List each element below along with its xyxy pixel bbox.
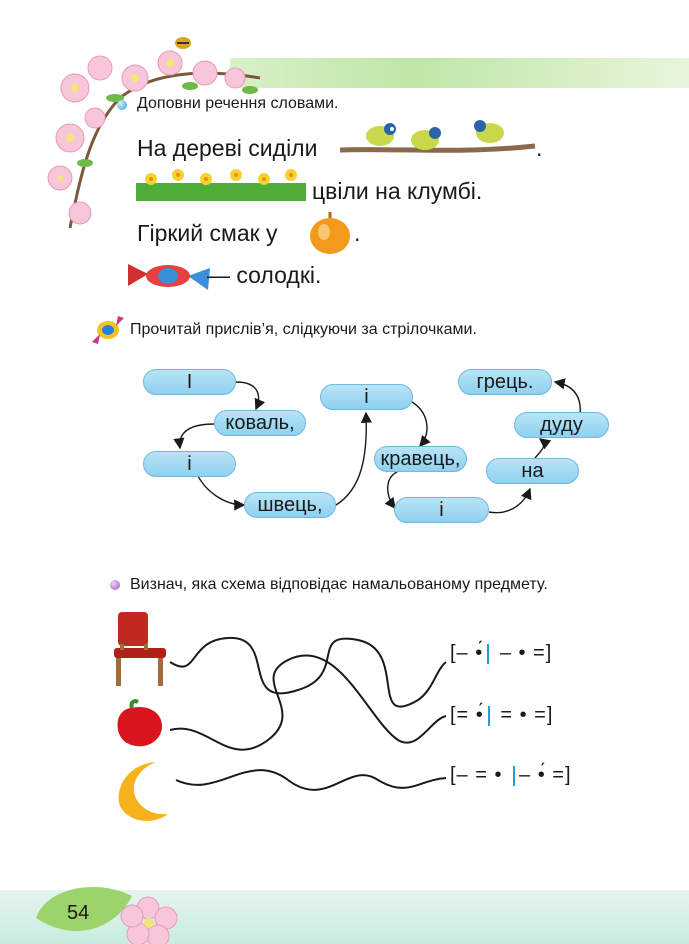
pepper-image bbox=[117, 699, 162, 747]
scheme-1: [– •́ – • =] bbox=[450, 642, 553, 664]
tangled-lines bbox=[169, 636, 447, 791]
scheme-2: [= •́ = • =] bbox=[450, 704, 554, 726]
syllable-divider bbox=[487, 643, 490, 664]
proverb-word-7: і bbox=[394, 497, 489, 523]
sentence-2: цвіли на клумбі. bbox=[312, 178, 483, 204]
syllable-divider bbox=[487, 705, 490, 726]
candy-bullet-icon bbox=[92, 316, 124, 344]
chair-image bbox=[114, 612, 166, 686]
exercise-1-instruction: Доповни речення словами. bbox=[137, 95, 339, 112]
daffodils-image bbox=[136, 169, 306, 201]
sentence-4: — солодкі. bbox=[207, 262, 322, 288]
exercise-2-instruction: Прочитай прислів’я, слідкуючи за стрілоч… bbox=[130, 321, 477, 338]
candy-image bbox=[128, 264, 210, 290]
proverb-word-1: І bbox=[143, 369, 236, 395]
birds-on-branch-image bbox=[340, 120, 536, 153]
proverb-word-5: і bbox=[320, 384, 413, 410]
proverb-word-4: швець, bbox=[244, 492, 336, 518]
proverb-word-9: дуду bbox=[514, 412, 609, 438]
crescent-moon-image bbox=[118, 762, 168, 821]
blossom-branch-icon bbox=[47, 37, 261, 229]
bullet-icon bbox=[117, 100, 127, 110]
sentence-1: На дереві сиділи bbox=[137, 135, 318, 161]
sentence-3-period: . bbox=[354, 220, 361, 246]
page-number: 54 bbox=[67, 902, 90, 924]
sentence-1-period: . bbox=[536, 135, 543, 161]
proverb-word-3: і bbox=[143, 451, 236, 477]
header-band bbox=[230, 58, 689, 88]
leaf-icon bbox=[36, 887, 132, 931]
scheme-3: [– = • – •́ =] bbox=[450, 764, 572, 786]
bullet-icon bbox=[110, 580, 120, 590]
blossom-icon bbox=[120, 896, 178, 944]
syllable-divider bbox=[513, 765, 516, 786]
sentence-3: Гіркий смак у bbox=[137, 220, 278, 246]
exercise-3-instruction: Визнач, яка схема відповідає намальовано… bbox=[130, 576, 548, 593]
proverb-word-8: на bbox=[486, 458, 579, 484]
onion-image bbox=[310, 212, 350, 254]
proverb-word-6: кравець, bbox=[374, 446, 467, 472]
proverb-word-2: коваль, bbox=[214, 410, 306, 436]
proverb-word-10: грець. bbox=[458, 369, 552, 395]
